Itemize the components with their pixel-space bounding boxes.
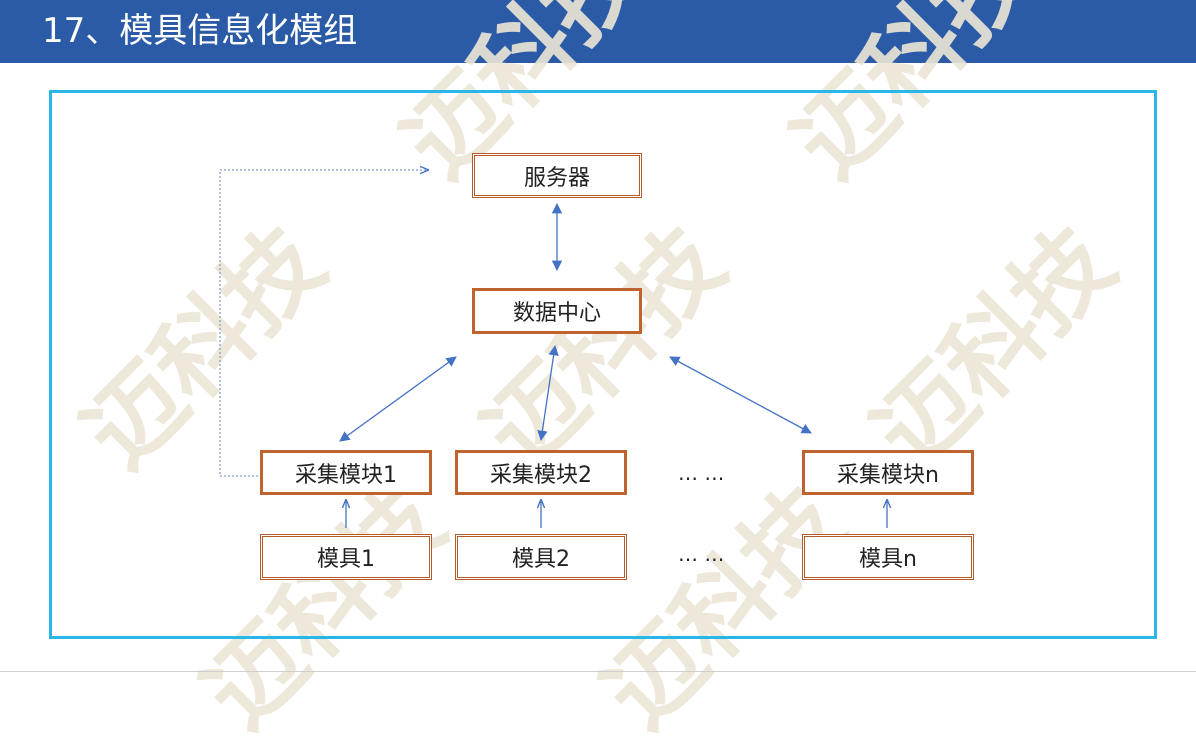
collector-ellipsis: … … [678, 461, 725, 485]
collector-node-1: 采集模块1 [260, 450, 432, 495]
data-center-node: 数据中心 [472, 288, 642, 334]
title-bar: 17、模具信息化模组 [0, 0, 1196, 63]
collector-node-2: 采集模块2 [455, 450, 627, 495]
datacenter-collector2-arrow [537, 344, 559, 442]
datacenter-collectorn-arrow [669, 356, 812, 434]
collector-node-n: 采集模块n [802, 450, 974, 495]
diagram-frame [49, 90, 1157, 639]
mold-node-n: 模具n [802, 534, 974, 580]
connector-layer [219, 0, 1196, 528]
mold-ellipsis: … … [678, 542, 725, 566]
feedback-loop-line [219, 170, 428, 477]
datacenter-collector1-arrow [339, 356, 457, 442]
server-node: 服务器 [472, 153, 642, 198]
mold-node-1: 模具1 [260, 534, 432, 580]
mold-node-2: 模具2 [455, 534, 627, 580]
page-title: 17、模具信息化模组 [42, 11, 358, 51]
bottom-divider [0, 671, 1196, 672]
